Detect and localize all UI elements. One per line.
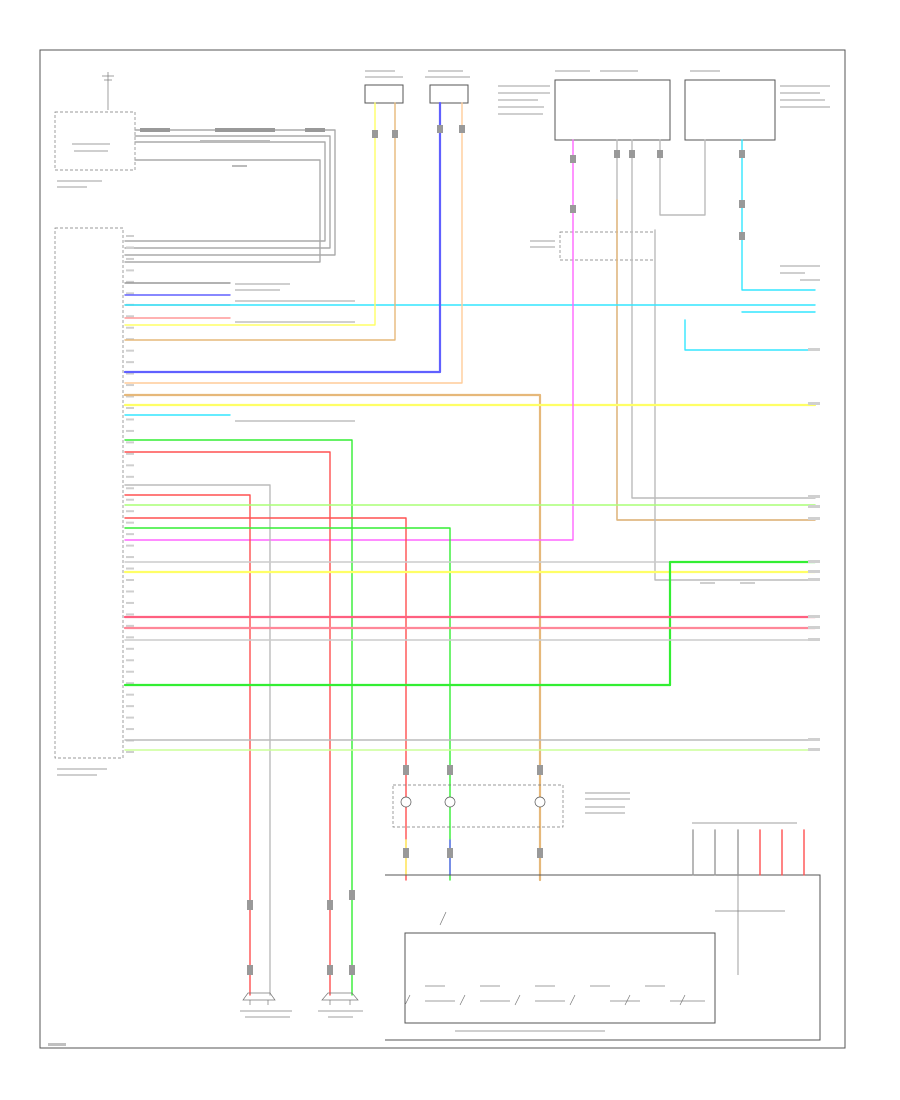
pin-label bbox=[126, 361, 134, 364]
clockspring-contacts bbox=[400, 792, 630, 814]
pin-label bbox=[126, 441, 134, 444]
pin-label bbox=[126, 384, 134, 387]
rear-speaker bbox=[318, 992, 363, 1018]
antenna-symbol bbox=[102, 72, 114, 110]
pin-label bbox=[126, 510, 134, 513]
wire-label-blocks bbox=[48, 283, 755, 1046]
cyan-wire-4 bbox=[684, 319, 816, 351]
ignition-junction bbox=[559, 231, 656, 261]
right-terminal-labels bbox=[808, 348, 820, 751]
switch-symbols bbox=[404, 911, 686, 1006]
pin-label bbox=[126, 751, 134, 753]
red-wire-speaker bbox=[124, 451, 331, 996]
tweeter-labels bbox=[365, 70, 470, 78]
junction-labels bbox=[530, 240, 555, 248]
pin-label bbox=[126, 246, 134, 249]
antenna-amplifier-module bbox=[54, 111, 136, 171]
pin-label bbox=[126, 659, 134, 662]
pin-label bbox=[126, 475, 134, 478]
clockspring-wires bbox=[405, 839, 541, 876]
steering-switch-wires bbox=[692, 829, 805, 975]
pin-label bbox=[126, 693, 134, 696]
green-wire-speaker bbox=[124, 439, 353, 996]
pin-label bbox=[126, 556, 134, 559]
pin-label bbox=[126, 716, 134, 719]
audio-unit-short-wires bbox=[124, 282, 231, 416]
fuse-box-labels bbox=[498, 70, 830, 115]
tan-tweeter-wire bbox=[124, 102, 396, 341]
green-wire-mid bbox=[668, 560, 817, 687]
pin-label bbox=[126, 533, 134, 536]
pin-label bbox=[126, 280, 134, 283]
pin-label bbox=[126, 521, 134, 524]
pin-label bbox=[126, 464, 134, 467]
red-steering-wire bbox=[124, 517, 407, 881]
diagram-frame bbox=[39, 49, 846, 1049]
pin-label bbox=[126, 269, 134, 272]
orange-tweeter-wire bbox=[124, 102, 463, 384]
fuse-box-feed-wires bbox=[616, 139, 816, 581]
pin-label bbox=[126, 544, 134, 547]
magenta-wire bbox=[124, 139, 574, 541]
audio-unit-text bbox=[57, 768, 107, 776]
audio-unit-pin-column bbox=[126, 235, 134, 753]
pin-label bbox=[126, 407, 134, 409]
pin-label bbox=[126, 235, 134, 237]
red-front-speaker-wire bbox=[124, 494, 251, 996]
clockspring-cable-reel bbox=[392, 784, 564, 828]
rear-speaker-labels bbox=[780, 265, 820, 281]
pin-label bbox=[126, 349, 134, 352]
pin-label bbox=[126, 487, 134, 490]
antenna-module-text bbox=[57, 143, 110, 188]
pin-label bbox=[126, 395, 134, 398]
vertical-connector-markers bbox=[247, 125, 745, 975]
pin-label bbox=[126, 292, 134, 295]
pin-label bbox=[126, 624, 134, 627]
under-dash-fuse-box-1 bbox=[554, 79, 671, 141]
pin-label bbox=[126, 452, 134, 455]
pin-label bbox=[126, 636, 134, 639]
yellow-tweeter-wire bbox=[124, 102, 376, 326]
cyan-wire-2 bbox=[741, 139, 816, 291]
pin-label bbox=[126, 728, 134, 731]
blue-tweeter-wire bbox=[123, 101, 442, 374]
pin-label bbox=[126, 590, 134, 593]
tan-wire-center bbox=[123, 393, 542, 882]
green-steering-wire bbox=[124, 527, 451, 881]
pin-label bbox=[126, 315, 134, 318]
audio-remote-switch bbox=[404, 932, 716, 1024]
pin-label bbox=[126, 257, 134, 260]
pin-label bbox=[126, 326, 134, 329]
pin-label bbox=[126, 682, 134, 685]
switch-panel-outline bbox=[385, 874, 821, 1041]
pin-label bbox=[126, 601, 134, 604]
pin-label bbox=[126, 670, 134, 673]
left-front-tweeter-connector bbox=[364, 84, 404, 104]
gray-front-speaker-wire bbox=[124, 484, 271, 996]
pin-label bbox=[126, 372, 134, 375]
pin-label bbox=[126, 705, 134, 708]
audio-navigation-unit bbox=[54, 227, 124, 759]
switch-panel-labels bbox=[425, 822, 797, 1032]
pin-label bbox=[126, 429, 134, 432]
pin-label bbox=[126, 613, 134, 616]
pin-label bbox=[126, 498, 134, 501]
pin-label bbox=[126, 418, 134, 421]
antenna-wire-bundle bbox=[124, 128, 336, 263]
left-front-speaker bbox=[240, 992, 292, 1018]
right-front-tweeter-connector bbox=[429, 84, 469, 104]
under-dash-fuse-box-2 bbox=[684, 79, 776, 141]
pin-label bbox=[126, 567, 134, 570]
pin-label bbox=[126, 338, 134, 341]
pin-label bbox=[126, 579, 134, 581]
pin-label bbox=[126, 647, 134, 650]
